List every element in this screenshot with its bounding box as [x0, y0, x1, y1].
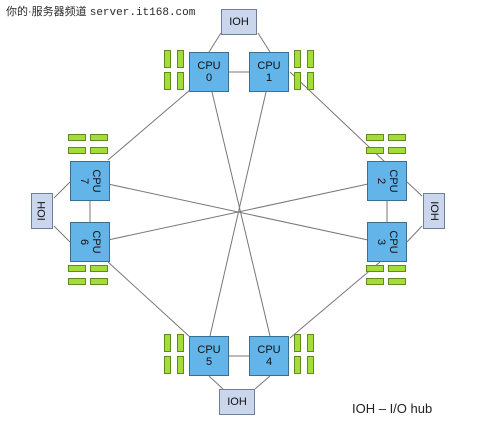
link-ioh-top-cpu0	[208, 32, 222, 53]
dimm-module	[90, 278, 108, 285]
ioh-label: IOH	[227, 396, 247, 408]
dimm-module	[307, 356, 314, 374]
link-cpu1-cpu5	[209, 91, 267, 337]
cpu-number: 0	[205, 72, 213, 84]
link-ioh-top-cpu1	[257, 32, 271, 53]
ioh-label: IOH	[36, 201, 48, 221]
link-cpu7-cpu0	[107, 89, 191, 161]
cpu-label: CPU	[257, 344, 281, 356]
cpu-label: CPU	[257, 60, 281, 72]
cpu-number: 2	[375, 177, 387, 185]
link-ioh-right-cpu3	[406, 225, 423, 243]
dimm-module	[366, 147, 384, 154]
ioh-label: IOH	[229, 16, 249, 28]
ioh-left: IOH	[31, 193, 53, 229]
cpu-label: CPU	[197, 60, 221, 72]
cpu-6: CPU 6	[70, 222, 110, 262]
link-cpu3-cpu7	[107, 183, 369, 241]
dimm-group-cpu3	[366, 265, 406, 285]
dimm-group-cpu4	[294, 334, 314, 374]
watermark-site: server.it168.com	[89, 7, 196, 19]
link-cpu0-cpu4	[211, 91, 271, 337]
dimm-module	[164, 334, 171, 352]
cpu-label: CPU	[387, 169, 399, 193]
dimm-module	[164, 356, 171, 374]
dimm-module	[68, 278, 86, 285]
dimm-module	[294, 356, 301, 374]
cpu-7: CPU 7	[70, 161, 110, 201]
dimm-module	[307, 72, 314, 90]
dimm-module	[388, 265, 406, 272]
dimm-module	[366, 134, 384, 141]
link-ioh-bottom-cpu4	[254, 375, 271, 390]
cpu-label: CPU	[90, 230, 102, 254]
dimm-group-cpu7	[68, 134, 108, 154]
cpu-label: CPU	[387, 230, 399, 254]
link-ioh-left-cpu6	[53, 225, 71, 243]
dimm-module	[294, 72, 301, 90]
cpu-number: 3	[375, 238, 387, 246]
dimm-group-cpu1	[294, 50, 314, 90]
cpu-0: CPU 0	[189, 52, 229, 92]
link-cpu5-cpu6	[107, 261, 191, 338]
dimm-module	[307, 50, 314, 68]
dimm-module	[68, 265, 86, 272]
cpu-label: CPU	[197, 344, 221, 356]
dimm-module	[177, 50, 184, 68]
dimm-module	[177, 356, 184, 374]
cpu-label: CPU	[90, 169, 102, 193]
cpu-number: 5	[205, 356, 213, 368]
ioh-right: IOH	[423, 193, 445, 229]
dimm-module	[366, 265, 384, 272]
watermark-text: 你的·服务器频道	[6, 6, 87, 18]
dimm-group-cpu0	[164, 50, 184, 90]
ioh-bottom: IOH	[219, 389, 255, 415]
ioh-top: IOH	[221, 9, 257, 35]
dimm-module	[90, 147, 108, 154]
cpu-number: 6	[78, 238, 90, 246]
dimm-module	[68, 147, 86, 154]
dimm-group-cpu5	[164, 334, 184, 374]
dimm-module	[177, 334, 184, 352]
cpu-1: CPU 1	[249, 52, 289, 92]
dimm-module	[366, 278, 384, 285]
dimm-group-cpu6	[68, 265, 108, 285]
ioh-label: IOH	[428, 201, 440, 221]
dimm-group-cpu2	[366, 134, 406, 154]
watermark: 你的·服务器频道 server.it168.com	[6, 3, 195, 19]
legend: IOH – I/O hub	[352, 401, 433, 416]
link-cpu3-cpu4	[289, 261, 381, 339]
cpu-number: 7	[78, 177, 90, 185]
dimm-module	[164, 50, 171, 68]
dimm-module	[388, 134, 406, 141]
dimm-module	[388, 147, 406, 154]
dimm-module	[90, 134, 108, 141]
cpu-5: CPU 5	[189, 336, 229, 376]
link-ioh-bottom-cpu5	[208, 375, 224, 390]
dimm-module	[294, 334, 301, 352]
cpu-2: CPU 2	[367, 161, 407, 201]
dimm-module	[307, 334, 314, 352]
cpu-number: 1	[265, 72, 273, 84]
dimm-module	[164, 72, 171, 90]
link-ioh-left-cpu7	[53, 181, 71, 199]
cpu-3: CPU 3	[367, 222, 407, 262]
dimm-module	[388, 278, 406, 285]
dimm-module	[177, 72, 184, 90]
cpu-number: 4	[265, 356, 273, 368]
dimm-module	[68, 134, 86, 141]
cpu-4: CPU 4	[249, 336, 289, 376]
dimm-module	[294, 50, 301, 68]
dimm-module	[90, 265, 108, 272]
link-ioh-right-cpu2	[406, 181, 423, 197]
